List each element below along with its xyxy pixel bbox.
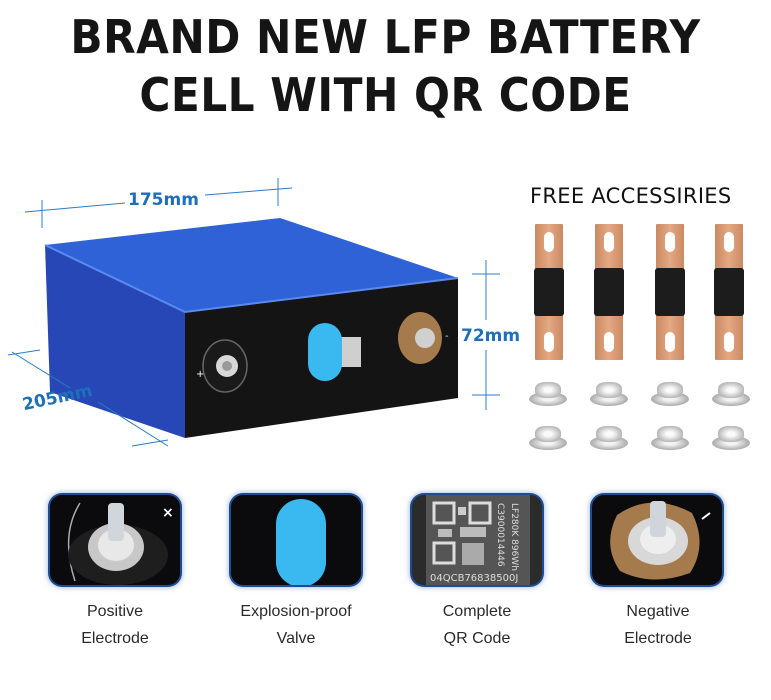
nut-icon xyxy=(590,426,628,450)
svg-text:04QCB76838500J: 04QCB76838500J xyxy=(430,573,518,584)
length-dimension-label: 175mm xyxy=(128,190,199,210)
busbar-icon xyxy=(655,224,685,360)
busbar-icon xyxy=(534,224,564,360)
busbar-icon xyxy=(714,224,744,360)
headline-line-2: CELL WITH QR CODE xyxy=(139,68,632,122)
nut-icon xyxy=(590,382,628,406)
battery-cell-illustration: + - xyxy=(7,178,500,447)
qr-code-icon: C3900014446 LF280K 896Wh 04QCB76838500J xyxy=(412,495,542,585)
svg-text:LF280K 896Wh: LF280K 896Wh xyxy=(509,503,519,571)
nut-icon xyxy=(529,382,567,406)
valve-icon xyxy=(231,495,361,585)
svg-text:+: + xyxy=(196,369,204,380)
busbar-icon xyxy=(594,224,624,360)
nut-icon xyxy=(651,382,689,406)
negative-electrode-icon xyxy=(592,495,722,585)
headline-line-1: BRAND NEW LFP BATTERY xyxy=(70,10,701,64)
height-dimension-label: 72mm xyxy=(461,326,521,346)
positive-electrode-icon: × xyxy=(50,495,180,585)
svg-text:×: × xyxy=(162,505,174,521)
svg-text:-: - xyxy=(445,331,449,342)
accessories-title: FREE ACCESSIRIES xyxy=(530,184,732,208)
nut-icon xyxy=(651,426,689,450)
nut-icon xyxy=(529,426,567,450)
nut-icon xyxy=(712,426,750,450)
svg-text:C3900014446: C3900014446 xyxy=(495,503,505,567)
nut-icon xyxy=(712,382,750,406)
